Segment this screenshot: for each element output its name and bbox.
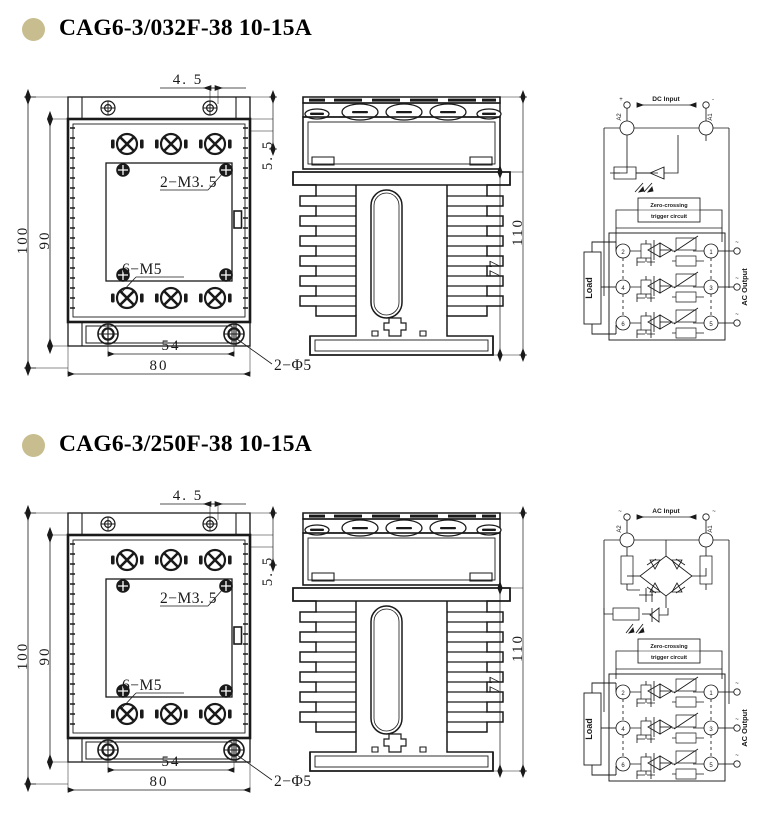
output-mark-1-b: ~ [735,681,739,687]
callout-inner-screws-2: 2−M3. 5 [160,590,217,607]
circuit-output-label: AC Output [740,268,749,306]
circuit-polarity-left-2: ~ [618,509,622,515]
output-mark-3-b: ~ [735,753,739,759]
circuit-load-label: Load [584,277,594,299]
dim-hole-pitch: 54 [162,338,181,354]
callout-inner-screws: 2−M3. 5 [160,174,217,191]
callout-mount-holes: 2−Φ5 [274,357,312,374]
trigger-box-line2-2: trigger circuit [651,655,687,661]
dim-height-inner: 90 [37,231,53,250]
section-title-row-1: CAG6-3/250F-38 10-15A [22,428,312,462]
flange-hole [100,100,116,116]
dim-top-offset: 4. 5 [173,72,204,88]
circuit-terminal-a2-2: A2 [617,525,623,533]
dim-width-overall-2: 80 [150,774,169,790]
dim-height-inner-2: 90 [37,647,53,666]
dim-top-offset-2: 4. 5 [173,488,204,504]
led-indicator-slot [233,210,243,229]
bullet-icon [22,433,45,457]
page-title: CAG6-3/032F-38 10-15A [59,15,312,42]
callout-mount-holes-2: 2−Φ5 [274,773,312,790]
trigger-box-line1-2: Zero-crossing [650,644,688,650]
terminal-3-b: 3 [709,727,713,733]
dim-height-outer: 100 [15,226,31,255]
dim-side-height-overall: 110 [510,218,526,246]
dim-flange-thickness: 5. 5 [260,140,276,171]
terminal-3: 3 [709,286,713,292]
output-mark-2: ~ [735,276,739,282]
circuit-input-label: DC Input [652,96,680,103]
dim-flange-thickness-2: 5. 5 [260,556,276,587]
circuit-output-label-2: AC Output [740,709,749,747]
circuit-polarity-right: - [712,97,714,103]
trigger-box-line1: Zero-crossing [650,203,688,209]
dim-width-overall: 80 [150,358,169,374]
dim-heatsink-height-2: 77 [487,675,503,694]
terminal-1-b: 1 [709,691,713,697]
callout-terminal-screws: 6−M5 [122,261,162,278]
terminal-4-b: 4 [621,727,625,733]
dim-hole-pitch-2: 54 [162,754,181,770]
page-title-2: CAG6-3/250F-38 10-15A [59,431,312,458]
product-section-032F: CAG6-3/032F-38 10-15A [0,0,761,416]
output-mark-3: ~ [735,312,739,318]
trigger-box-line2: trigger circuit [651,214,687,220]
terminal-4: 4 [621,286,625,292]
led-indicator-slot [233,626,243,645]
terminal-6-b: 6 [621,763,625,769]
terminal-2-b: 2 [621,691,625,697]
section-title-row-0: CAG6-3/032F-38 10-15A [22,12,312,46]
callout-terminal-screws-2: 6−M5 [122,677,162,694]
circuit-terminal-a2: A2 [617,113,623,121]
circuit-input-label-2: AC Input [652,508,680,515]
output-mark-1: ~ [735,240,739,246]
drawing-canvas-1: 100 90 4. 5 [0,416,761,832]
circuit-load-label-2: Load [584,718,594,740]
circuit-terminal-a1: A1 [708,113,714,121]
terminal-2: 2 [621,250,625,256]
dim-height-outer-2: 100 [15,642,31,671]
dim-side-height-overall-2: 110 [510,634,526,662]
drawing-canvas-0: 100 90 4. 5 [0,0,761,416]
terminal-6: 6 [621,322,625,328]
product-section-250F: CAG6-3/250F-38 10-15A [0,416,761,832]
circuit-polarity-left: + [619,97,623,103]
dim-heatsink-height: 77 [487,259,503,278]
bullet-icon [22,17,45,41]
circuit-terminal-a1-2: A1 [708,525,714,533]
circuit-polarity-right-2: ~ [712,509,716,515]
terminal-1: 1 [709,250,713,256]
terminal-5: 5 [709,322,713,328]
terminal-5-b: 5 [709,763,713,769]
output-mark-2-b: ~ [735,717,739,723]
